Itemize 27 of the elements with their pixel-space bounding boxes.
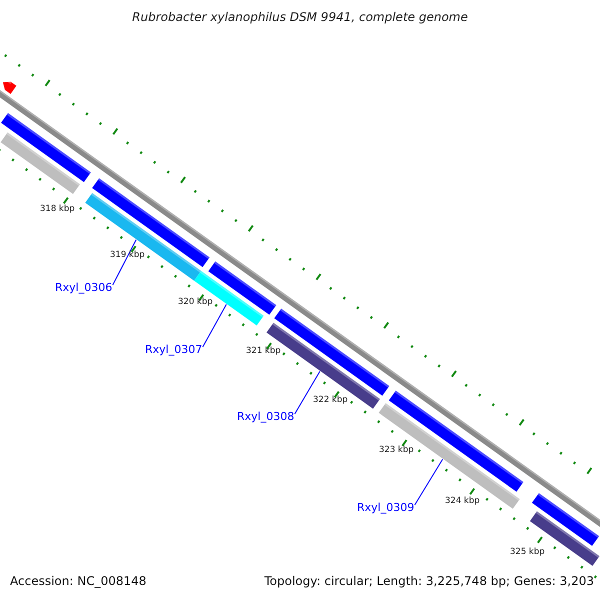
footer-text: Accession: NC_008148 <box>10 575 146 588</box>
gene-label: Rxyl_0308 <box>237 411 294 424</box>
gene-bar <box>0 132 80 194</box>
gene-bar <box>1 113 91 182</box>
diagram-title: Rubrobacter xylanophilus DSM 9941, complete genome <box>131 11 469 24</box>
leader-line <box>414 458 444 506</box>
scale-label: 323 kbp <box>379 446 414 456</box>
gene-label: Rxyl_0309 <box>357 502 414 514</box>
gene-bar <box>530 511 600 566</box>
gene-bar <box>85 193 202 281</box>
gene-bar <box>266 322 380 409</box>
leader-line <box>294 370 320 414</box>
gene-bar <box>194 270 264 326</box>
leader-line <box>112 239 137 286</box>
scale-label: 321 kbp <box>246 347 281 356</box>
scale-label: 322 kbp <box>313 396 348 406</box>
scale-label: 319 kbp <box>110 251 145 260</box>
gene-label: Rxyl_0307 <box>145 344 202 356</box>
footer-text: Topology: circular; Length: 3,225,748 bp; Genes: 3,203 <box>264 575 594 588</box>
gene-label: Rxyl_0306 <box>55 282 112 294</box>
gene-bar <box>92 178 210 268</box>
leader-line <box>202 304 227 348</box>
scale-label: 325 kbp <box>510 548 545 558</box>
scale-label: 318 kbp <box>40 205 75 214</box>
scale-label: 320 kbp <box>178 298 213 308</box>
gene-bar <box>532 493 600 546</box>
scale-label: 324 kbp <box>445 497 480 506</box>
